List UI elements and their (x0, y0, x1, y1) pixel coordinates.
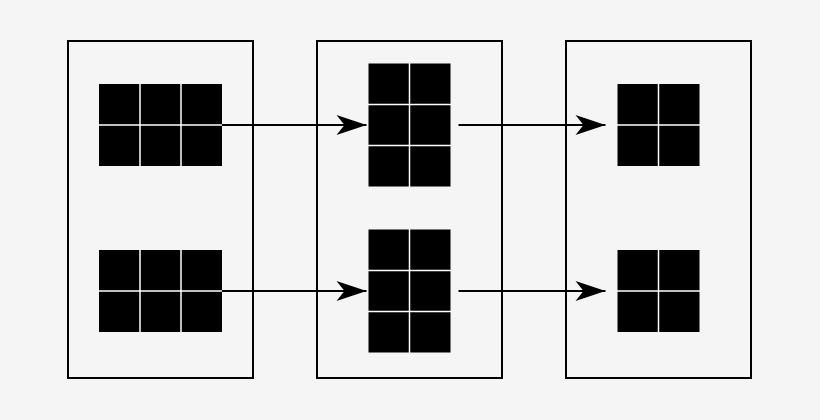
stage-1-frame (67, 40, 254, 379)
stages-layer (67, 40, 752, 379)
stage-2-frame (316, 40, 503, 379)
arrows-layer (222, 115, 606, 301)
stage-3-block-1 (617, 84, 700, 166)
stage-2-block-1 (368, 63, 451, 187)
stage-1 (67, 40, 254, 379)
stage-3-block-2 (617, 250, 700, 332)
stage-1-block-1 (99, 84, 222, 166)
stage-2-block-2 (368, 229, 451, 353)
stage-3 (565, 40, 752, 379)
stage-2 (316, 40, 503, 379)
stage-1-block-2 (99, 250, 222, 332)
stage-3-frame (565, 40, 752, 379)
